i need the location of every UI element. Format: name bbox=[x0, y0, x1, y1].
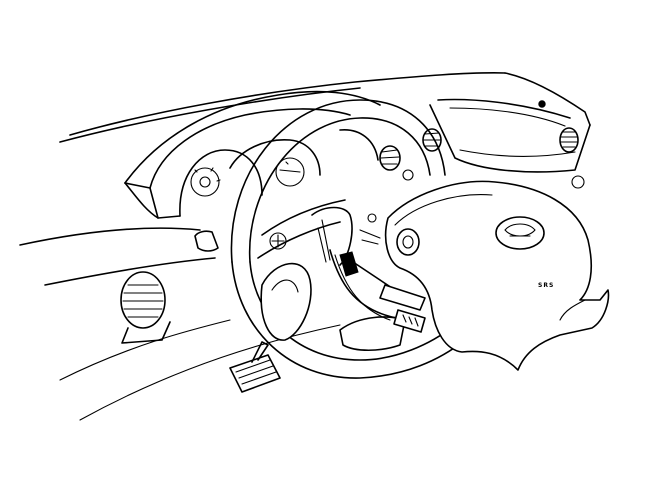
airbag-wiring-connector bbox=[329, 229, 426, 333]
airbag-cover-marking: SRS bbox=[538, 282, 554, 289]
steering-wheel-hub bbox=[257, 199, 406, 352]
accelerator-pedal bbox=[229, 341, 281, 393]
passenger-dash-panel bbox=[429, 100, 591, 173]
right-air-vent bbox=[559, 127, 579, 153]
lower-left-air-vent bbox=[120, 271, 171, 344]
instrument-cluster-hood bbox=[124, 90, 381, 219]
instrument-gauges bbox=[179, 128, 442, 217]
dashboard-top-outline bbox=[59, 72, 591, 143]
airbag-module: SRS bbox=[384, 175, 610, 371]
